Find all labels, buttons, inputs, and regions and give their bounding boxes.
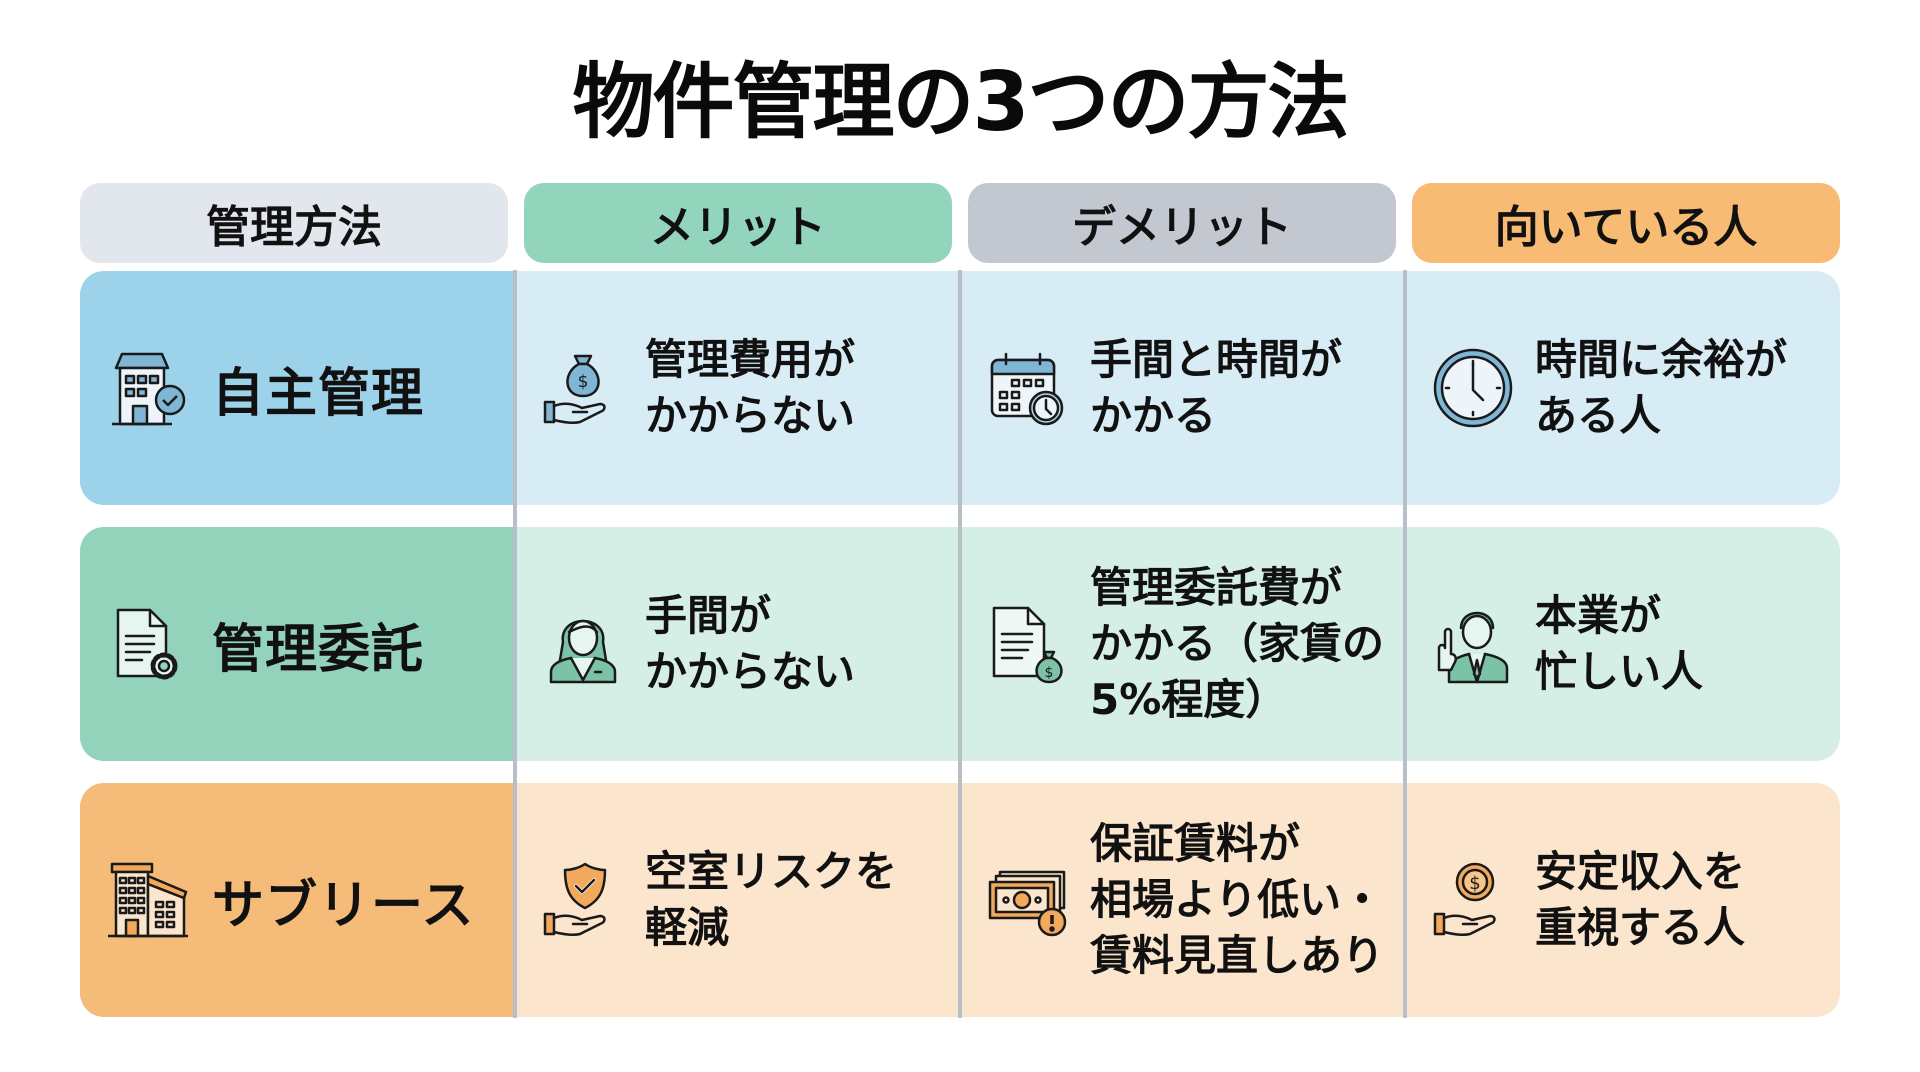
header-demerit: デメリット — [968, 183, 1396, 263]
demerit-text: 手間と時間が かかる — [1090, 335, 1343, 440]
suited-text: 時間に余裕が ある人 — [1535, 335, 1788, 440]
suited-cell: 本業が 忙しい人 — [1405, 527, 1840, 761]
merit-text: 空室リスクを 軽減 — [645, 847, 898, 952]
header-suited: 向いている人 — [1412, 183, 1840, 263]
demerit-text: 保証賃料が 相場より低い・ 賃料見直しあり — [1090, 819, 1385, 980]
svg-text:$: $ — [1469, 873, 1480, 894]
businessman-icon — [1431, 602, 1515, 686]
suited-text: 安定収入を 重視する人 — [1535, 847, 1746, 952]
suited-cell: 時間に余裕が ある人 — [1405, 271, 1840, 505]
document-gear-icon — [106, 602, 190, 686]
merit-text: 管理費用が かからない — [645, 335, 856, 440]
suited-cell: $ 安定収入を 重視する人 — [1405, 783, 1840, 1017]
demerit-cell: 手間と時間が かかる — [960, 271, 1405, 505]
row-label: 管理委託 — [80, 527, 515, 761]
apartment-buildings-icon — [106, 858, 190, 942]
method-name: 自主管理 — [212, 363, 425, 424]
row-label: サブリース — [80, 783, 515, 1017]
header-method: 管理方法 — [80, 183, 508, 263]
building-check-icon — [106, 346, 190, 430]
calendar-clock-icon — [986, 346, 1070, 430]
suited-text: 本業が 忙しい人 — [1535, 591, 1704, 696]
demerit-cell: $ 管理委託費が かかる（家賃の 5%程度） — [960, 527, 1405, 761]
method-name: 管理委託 — [212, 619, 425, 680]
column-divider — [513, 270, 517, 1018]
header-demerit-label: デメリット — [1072, 202, 1292, 253]
merit-cell: $ 管理費用が かからない — [515, 271, 960, 505]
header-merit-label: メリット — [650, 202, 826, 253]
clock-icon — [1431, 346, 1515, 430]
row-label: 自主管理 — [80, 271, 515, 505]
page-title: 物件管理の3つの方法 — [572, 55, 1349, 150]
hand-coin-icon: $ — [1431, 858, 1515, 942]
female-staff-icon — [541, 602, 625, 686]
merit-text: 手間が かからない — [645, 591, 856, 696]
method-name: サブリース — [212, 875, 475, 936]
demerit-text: 管理委託費が かかる（家賃の 5%程度） — [1090, 563, 1385, 724]
column-divider — [958, 270, 962, 1018]
header-merit: メリット — [524, 183, 952, 263]
merit-cell: 手間が かからない — [515, 527, 960, 761]
header-suited-label: 向いている人 — [1494, 202, 1758, 253]
document-money-bag-icon: $ — [986, 602, 1070, 686]
hand-shield-check-icon — [541, 858, 625, 942]
merit-cell: 空室リスクを 軽減 — [515, 783, 960, 1017]
svg-text:$: $ — [578, 372, 589, 392]
demerit-cell: 保証賃料が 相場より低い・ 賃料見直しあり — [960, 783, 1405, 1017]
hand-money-bag-icon: $ — [541, 346, 625, 430]
cash-warning-icon — [986, 858, 1070, 942]
svg-text:$: $ — [1045, 665, 1054, 681]
column-divider — [1403, 270, 1407, 1018]
header-method-label: 管理方法 — [206, 202, 382, 253]
